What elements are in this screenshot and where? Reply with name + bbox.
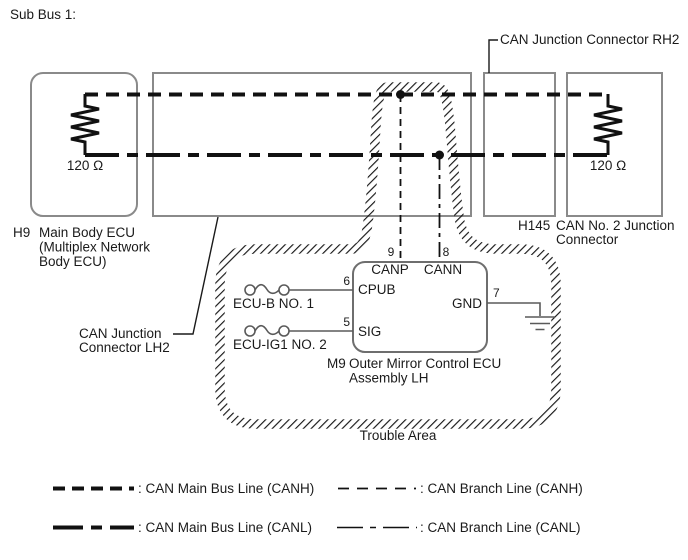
h145-name-line2: Connector: [556, 232, 619, 247]
lh2-label-line2: Connector LH2: [79, 340, 170, 355]
h9-code: H9: [13, 225, 30, 240]
rh2-label: CAN Junction Connector RH2: [500, 32, 679, 47]
canh-junction-dot: [396, 90, 405, 99]
pin-canp-label: CANP: [371, 262, 409, 277]
h145-name-line1: CAN No. 2 Junction: [556, 218, 675, 233]
pin-sig-label: SIG: [358, 324, 381, 339]
m9-name-line1: Outer Mirror Control ECU: [349, 356, 501, 371]
h9-name-line2: (Multiplex Network: [39, 240, 150, 255]
m9-name-line2: Assembly LH: [349, 371, 429, 386]
fuse2-icon-right: [278, 325, 290, 337]
left-resistor-value: 120 Ω: [67, 158, 103, 173]
pin-number-6: 6: [343, 274, 350, 288]
left-resistor-icon: [70, 94, 100, 155]
ground-icon: [525, 316, 555, 331]
pin-cann-label: CANN: [424, 262, 462, 277]
rh2-pointer-line: [488, 39, 498, 73]
fuse1-icon-right: [278, 284, 290, 296]
pin-number-9: 9: [388, 245, 395, 259]
right-resistor-value: 120 Ω: [590, 158, 626, 173]
h145-code: H145: [518, 218, 550, 233]
legend-branch-canl-label: : CAN Branch Line (CANL): [420, 520, 581, 535]
fuse2-label: ECU-IG1 NO. 2: [233, 337, 327, 352]
pin-number-7: 7: [493, 286, 500, 300]
pin-cpub-label: CPUB: [358, 282, 396, 297]
fuse1-wave: [254, 283, 280, 295]
legend-main-canh-label: : CAN Main Bus Line (CANH): [138, 481, 314, 496]
trouble-area-outline: [215, 82, 561, 429]
h9-name-line3: Body ECU): [39, 254, 107, 269]
main-body-ecu-box: [30, 72, 138, 217]
fuse2-wave: [254, 324, 280, 336]
can-junction-connector-rh2-box: [483, 72, 556, 217]
legend-branch-canh-label: : CAN Branch Line (CANH): [420, 481, 583, 496]
h9-name-line1: Main Body ECU: [39, 225, 135, 240]
pin-gnd-label: GND: [452, 296, 482, 311]
fuse1-label: ECU-B NO. 1: [233, 296, 314, 311]
can-junction-connector-lh2-box: [152, 72, 472, 217]
lh2-pointer-line: [173, 216, 219, 335]
can-no2-junction-connector-box: [566, 72, 663, 217]
outer-mirror-ecu-box: [352, 261, 488, 353]
right-resistor-icon: [593, 94, 623, 155]
gnd-wire: [487, 302, 541, 316]
pin-number-5: 5: [343, 315, 350, 329]
diagram-title: Sub Bus 1:: [10, 7, 76, 22]
m9-code: M9: [327, 356, 346, 371]
pin-number-8: 8: [443, 245, 450, 259]
legend-main-canl-label: : CAN Main Bus Line (CANL): [138, 520, 312, 535]
trouble-area-label: Trouble Area: [360, 428, 437, 443]
lh2-label-line1: CAN Junction: [79, 326, 162, 341]
